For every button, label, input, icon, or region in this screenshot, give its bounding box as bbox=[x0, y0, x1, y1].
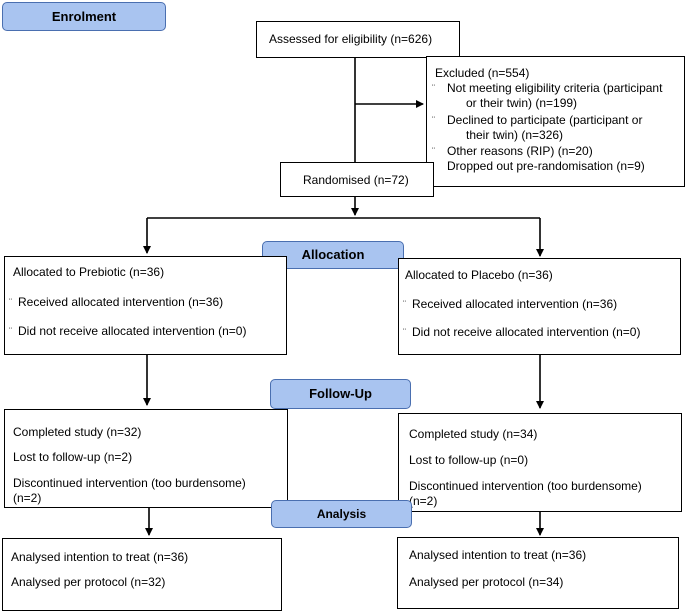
enrolment-label: Enrolment bbox=[2, 2, 166, 31]
prebiotic-completed: Completed study (n=32) bbox=[13, 425, 142, 439]
excluded-item: ¨Other reasons (RIP) (n=20) bbox=[432, 144, 593, 158]
placebo-not-received: ¨Did not receive allocated intervention … bbox=[403, 325, 641, 339]
placebo-completed: Completed study (n=34) bbox=[409, 427, 538, 441]
excluded-item: or their twin) (n=199) bbox=[466, 96, 578, 110]
placebo-lost: Lost to follow-up (n=0) bbox=[409, 453, 529, 467]
prebiotic-pp: Analysed per protocol (n=32) bbox=[11, 575, 166, 589]
prebiotic-itt: Analysed intention to treat (n=36) bbox=[11, 550, 189, 564]
prebiotic-discontinued: (n=2) bbox=[13, 491, 42, 505]
prebiotic-discontinued: Discontinued intervention (too burdensom… bbox=[13, 476, 246, 490]
prebiotic-received: ¨Received allocated intervention (n=36) bbox=[9, 295, 224, 309]
randomised-box: Randomised (n=72) bbox=[280, 162, 434, 197]
excluded-box: Excluded (n=554) ¨Not meeting eligibilit… bbox=[426, 56, 685, 187]
prebiotic-not-received: ¨Did not receive allocated intervention … bbox=[9, 324, 247, 338]
excluded-item: ¨Not meeting eligibility criteria (parti… bbox=[432, 81, 663, 95]
excluded-title: Excluded (n=554) bbox=[435, 66, 530, 80]
prebiotic-analysis-box: Analysed intention to treat (n=36) Analy… bbox=[2, 538, 282, 611]
placebo-received: ¨Received allocated intervention (n=36) bbox=[403, 297, 618, 311]
placebo-discontinued: (n=2) bbox=[409, 494, 438, 508]
excluded-item: Dropped out pre-randomisation (n=9) bbox=[447, 159, 645, 173]
placebo-itt: Analysed intention to treat (n=36) bbox=[409, 548, 587, 562]
follow-up-label: Follow-Up bbox=[270, 379, 411, 409]
analysis-label: Analysis bbox=[271, 500, 412, 528]
randomised-text: Randomised (n=72) bbox=[303, 173, 409, 187]
allocation-label: Allocation bbox=[262, 241, 404, 269]
excluded-item: their twin) (n=326) bbox=[466, 128, 564, 142]
prebiotic-followup-box: Completed study (n=32) Lost to follow-up… bbox=[4, 409, 288, 508]
placebo-pp: Analysed per protocol (n=34) bbox=[409, 575, 564, 589]
excluded-item: ¨Declined to participate (participant or bbox=[432, 113, 643, 127]
assessed-box: Assessed for eligibility (n=626) bbox=[256, 21, 460, 58]
assessed-text: Assessed for eligibility (n=626) bbox=[269, 32, 433, 46]
placebo-analysis-box: Analysed intention to treat (n=36) Analy… bbox=[397, 537, 679, 609]
placebo-followup-box: Completed study (n=34) Lost to follow-up… bbox=[398, 413, 682, 512]
prebiotic-lost: Lost to follow-up (n=2) bbox=[13, 450, 133, 464]
prebiotic-alloc-title: Allocated to Prebiotic (n=36) bbox=[13, 265, 165, 279]
placebo-allocation-box: Allocated to Placebo (n=36) ¨Received al… bbox=[398, 258, 681, 355]
prebiotic-allocation-box: Allocated to Prebiotic (n=36) ¨Received … bbox=[4, 256, 287, 355]
placebo-alloc-title: Allocated to Placebo (n=36) bbox=[405, 268, 553, 282]
placebo-discontinued: Discontinued intervention (too burdensom… bbox=[409, 479, 642, 493]
